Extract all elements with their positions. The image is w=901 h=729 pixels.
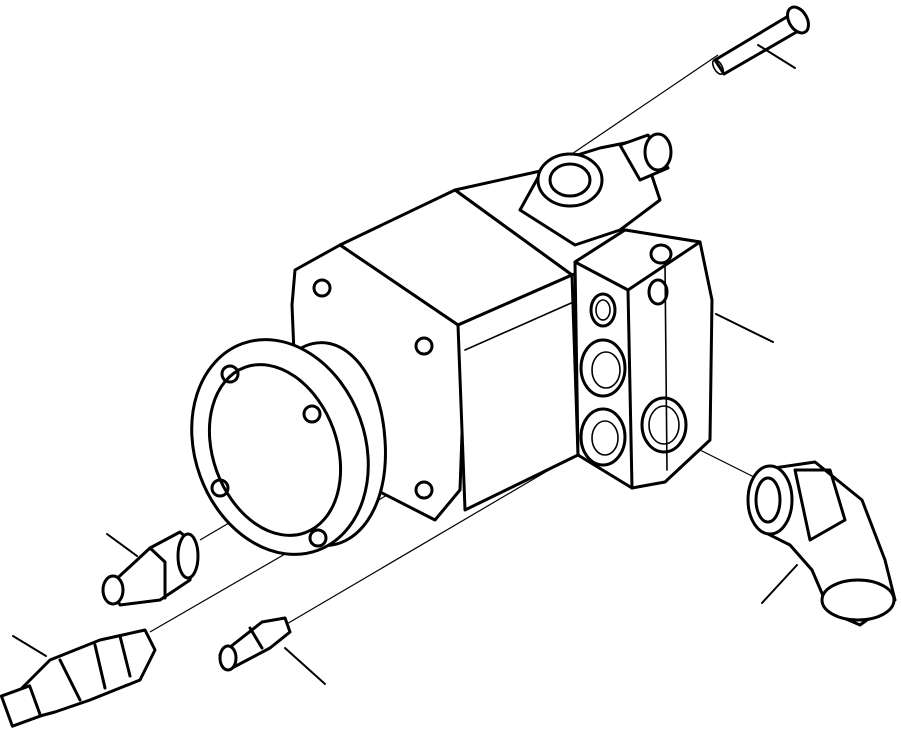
pressure-switch-upper [101,530,200,607]
grease-fitting [218,616,292,672]
leader-switch-upper [106,533,138,557]
valve-housing [573,228,714,490]
leader-switch-lower [12,635,47,657]
leader-bolt [757,44,796,69]
pressure-switch-lower [0,628,157,728]
port-icon [579,338,627,398]
bolt-hole-icon [220,364,240,384]
leader-elbow-right [761,564,798,604]
flange-adapter [190,338,387,556]
bolt-hole-icon [414,336,434,356]
port-icon [640,396,688,454]
bolt-hole-icon [308,528,328,548]
leader-grease-fitting [284,647,326,685]
callout-leaders [12,44,798,685]
bolt-hole-icon [414,480,434,500]
bolt [711,5,810,76]
port-icon [579,407,627,467]
elbow-fitting-right [746,460,897,627]
leader-valve-housing [715,313,774,343]
port-icon [589,292,617,328]
bolt-hole-icon [312,278,332,298]
bolt-hole-icon [210,478,230,498]
bolt-hole-icon [302,404,322,424]
elbow-fitting-top [518,132,673,247]
